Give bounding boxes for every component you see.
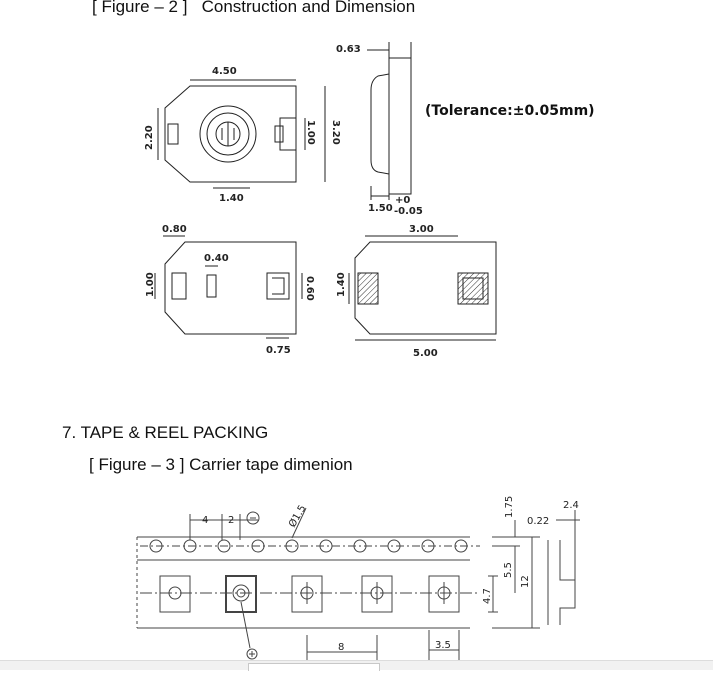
bottom-right-outline xyxy=(354,241,497,335)
side-view-body xyxy=(388,57,412,195)
tape-dim-hole: Ø1.5 xyxy=(286,503,308,530)
top-view-ring xyxy=(199,105,257,163)
tape-dim-4: 4 xyxy=(202,515,208,526)
top-view-outline xyxy=(164,85,297,183)
section-7-heading: 7. TAPE & REEL PACKING xyxy=(62,423,269,442)
viewer-bottom-bar xyxy=(0,660,713,671)
dim-1-00-bottom: 1.00 xyxy=(145,272,156,297)
bottom-center-pad xyxy=(206,274,217,298)
figure-2-drawing: 4.50 2.20 1.00 3.20 0.63 1.40 1.50 +0 -0… xyxy=(144,42,595,359)
viewer-page-field[interactable] xyxy=(248,663,380,671)
tolerance-note: (Tolerance:±0.05mm) xyxy=(425,103,595,119)
tape-dim-1-75: 1.75 xyxy=(504,496,515,518)
dim-3-00: 3.00 xyxy=(409,224,434,235)
dim-5-00: 5.00 xyxy=(413,348,438,359)
dim-1-50: 1.50 xyxy=(368,203,393,214)
pocket-with-part xyxy=(225,575,257,613)
dim-0-80: 0.80 xyxy=(162,224,187,235)
dim-0-75: 0.75 xyxy=(266,345,291,356)
left-terminal xyxy=(167,123,179,145)
bottom-left-outline xyxy=(164,241,297,335)
hatched-pad-left xyxy=(357,272,379,305)
figure-3-caption: [ Figure – 3 ] Carrier tape dimenion xyxy=(89,455,353,474)
tape-dim-2-4: 2.4 xyxy=(563,500,579,511)
right-terminal xyxy=(279,117,296,151)
dim-1-00-top: 1.00 xyxy=(305,120,316,145)
dim-0-60: 0.60 xyxy=(304,276,315,301)
tape-dim-0-22: 0.22 xyxy=(527,516,549,527)
dim-1-40-bottom: 1.40 xyxy=(336,272,347,297)
tape-dim-12: 12 xyxy=(520,575,531,588)
dim-3-20: 3.20 xyxy=(330,120,341,145)
tape-dim-4-7: 4.7 xyxy=(482,588,493,604)
figure-3-drawing: 4 2 Ø1.5 1.75 0.22 2.4 4.7 5.5 12 8 3.5 xyxy=(136,496,580,660)
tape-dim-5-5: 5.5 xyxy=(503,562,514,578)
figure-2-title: [ Figure – 2 ] Construction and Dimensio… xyxy=(92,0,416,16)
tape-dim-8: 8 xyxy=(338,642,344,653)
dim-tol-plus: +0 xyxy=(395,195,410,206)
dim-0-63: 0.63 xyxy=(336,44,361,55)
dim-1-40-top: 1.40 xyxy=(219,193,244,204)
bottom-left-pad xyxy=(171,272,187,300)
dim-4-50: 4.50 xyxy=(212,66,237,77)
dim-0-40: 0.40 xyxy=(204,253,229,264)
tape-dim-3-5: 3.5 xyxy=(435,640,451,651)
dim-tol-minus: -0.05 xyxy=(394,206,423,217)
tape-dim-2: 2 xyxy=(228,515,234,526)
dim-2-20: 2.20 xyxy=(144,125,155,150)
